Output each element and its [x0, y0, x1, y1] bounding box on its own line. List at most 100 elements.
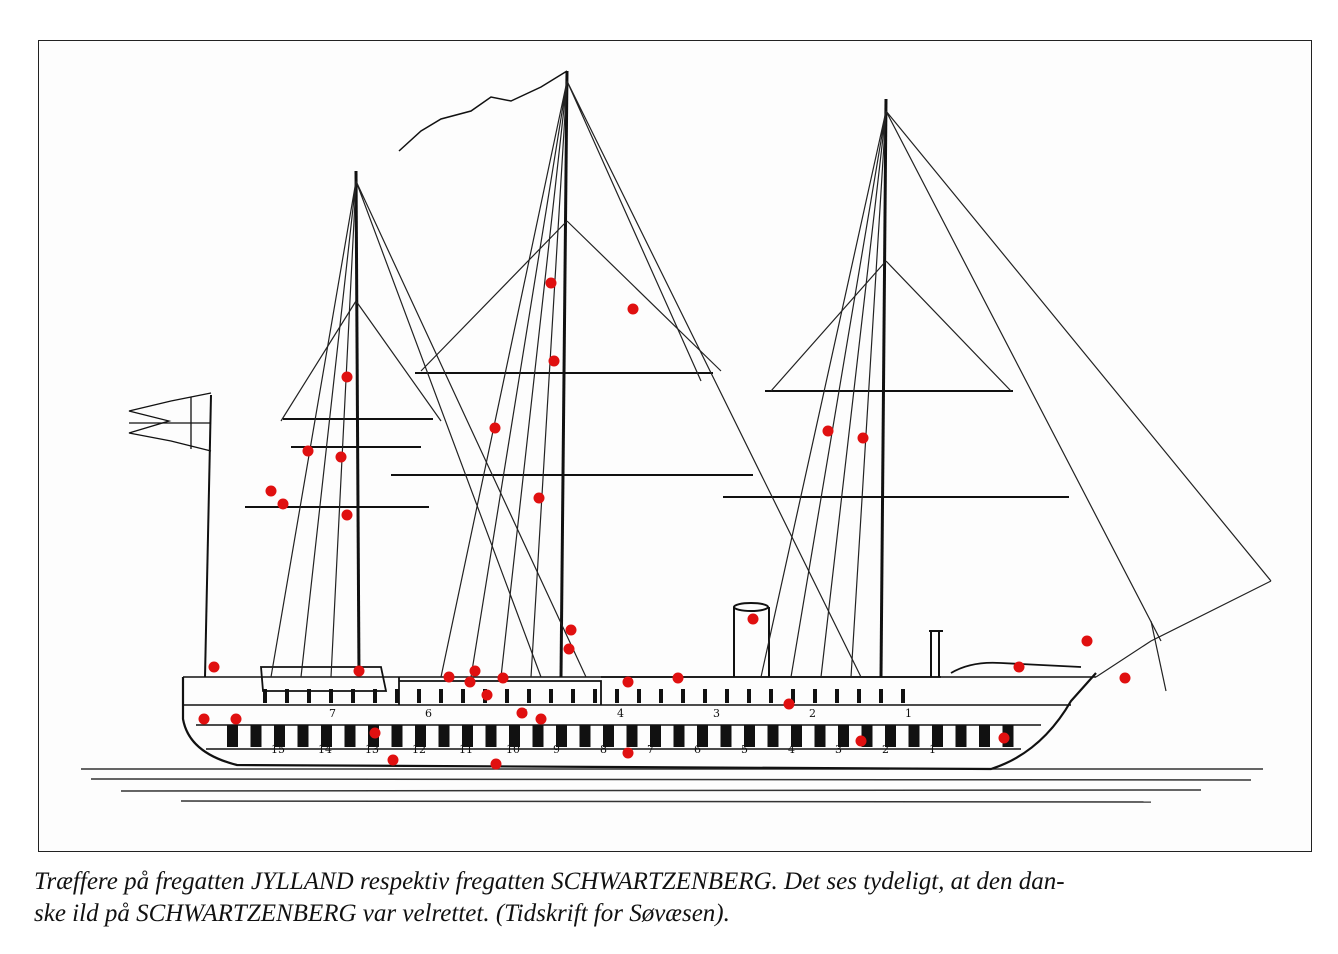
hit-marker: [747, 613, 759, 625]
gun-port: [556, 725, 567, 747]
gun-port: [321, 725, 332, 747]
rigging: [270, 80, 1272, 692]
gun-port: [979, 725, 990, 747]
upper-port: [703, 689, 707, 703]
ensign-staff: [204, 394, 212, 678]
upper-port: [659, 689, 663, 703]
upper-port: [461, 689, 465, 703]
gun-deck-number: 2: [882, 743, 889, 756]
funnel: [733, 602, 943, 677]
hit-marker: [783, 698, 795, 710]
gun-deck-number: 4: [788, 743, 795, 756]
upper-deck-number: 1: [905, 707, 912, 720]
upper-port: [747, 689, 751, 703]
gun-port: [861, 725, 873, 747]
gun-port: [955, 725, 967, 747]
upper-port: [835, 689, 839, 703]
gun-deck-number: 9: [553, 743, 560, 756]
gun-port: [603, 725, 614, 747]
upper-port: [351, 689, 355, 703]
yards: [245, 372, 1069, 508]
deck-house: [260, 666, 941, 705]
gun-port: [885, 725, 896, 747]
hit-marker: [208, 661, 220, 673]
hit-marker: [622, 676, 634, 688]
gun-deck-number: 1: [929, 743, 936, 756]
upper-deck-number: 2: [809, 707, 816, 720]
gun-port: [908, 725, 920, 747]
gun-port: [485, 725, 497, 747]
hit-marker: [490, 758, 502, 770]
hit-marker: [230, 713, 242, 725]
gun-deck-number: 15: [271, 743, 285, 756]
gun-port: [697, 725, 708, 747]
upper-port: [417, 689, 421, 703]
upper-port: [769, 689, 773, 703]
upper-port: [395, 689, 399, 703]
upper-port: [571, 689, 575, 703]
hit-marker: [369, 727, 381, 739]
upper-port: [263, 689, 267, 703]
hit-marker: [535, 713, 547, 725]
hit-marker: [1013, 661, 1025, 673]
hit-marker: [1081, 635, 1093, 647]
gun-ports: [227, 725, 1014, 747]
gun-deck-number: 7: [647, 743, 654, 756]
hit-marker: [516, 707, 528, 719]
gun-port: [297, 725, 309, 747]
gun-port: [250, 725, 262, 747]
hit-marker: [353, 665, 365, 677]
upper-deck-number: 4: [617, 707, 624, 720]
hit-marker: [855, 735, 867, 747]
upper-port: [593, 689, 597, 703]
upper-port: [857, 689, 861, 703]
upper-port: [329, 689, 333, 703]
hit-marker: [545, 277, 557, 289]
hit-marker: [489, 422, 501, 434]
upper-port: [439, 689, 443, 703]
hit-marker: [277, 498, 289, 510]
gun-port: [462, 725, 473, 747]
gun-port: [626, 725, 638, 747]
caption-line-1: Træffere på fregatten JYLLAND respektiv …: [34, 868, 1065, 895]
hit-marker: [198, 713, 210, 725]
gun-deck-number: 12: [412, 743, 426, 756]
upper-port: [681, 689, 685, 703]
gun-deck-number: 14: [318, 743, 332, 756]
gun-port: [579, 725, 591, 747]
hit-marker: [341, 509, 353, 521]
water: [81, 768, 1263, 803]
hit-marker: [302, 445, 314, 457]
hit-marker: [857, 432, 869, 444]
hit-marker: [1119, 672, 1131, 684]
upper-deck-ports: [263, 689, 905, 703]
gun-port: [767, 725, 779, 747]
upper-deck-number: 6: [425, 707, 432, 720]
hull: [181, 661, 1097, 771]
gun-deck-number: 10: [506, 743, 520, 756]
hit-marker: [497, 672, 509, 684]
gun-deck-number: 3: [835, 743, 842, 756]
hit-marker: [481, 689, 493, 701]
upper-port: [637, 689, 641, 703]
gun-port: [438, 725, 450, 747]
upper-deck-number: 7: [329, 707, 336, 720]
hit-marker: [335, 451, 347, 463]
gun-port: [650, 725, 661, 747]
upper-port: [879, 689, 883, 703]
upper-port: [615, 689, 619, 703]
upper-port: [813, 689, 817, 703]
illustration-frame: 1514131211109876543217654321: [38, 40, 1312, 852]
gun-port: [791, 725, 802, 747]
hit-marker: [387, 754, 399, 766]
hit-marker: [533, 492, 545, 504]
hit-marker: [622, 747, 634, 759]
upper-deck-number: 3: [713, 707, 720, 720]
hit-marker: [464, 676, 476, 688]
gun-port: [509, 725, 520, 747]
hit-marker: [672, 672, 684, 684]
gun-port: [274, 725, 285, 747]
gun-deck-number: 13: [365, 743, 379, 756]
gun-port: [415, 725, 426, 747]
gun-port: [720, 725, 732, 747]
